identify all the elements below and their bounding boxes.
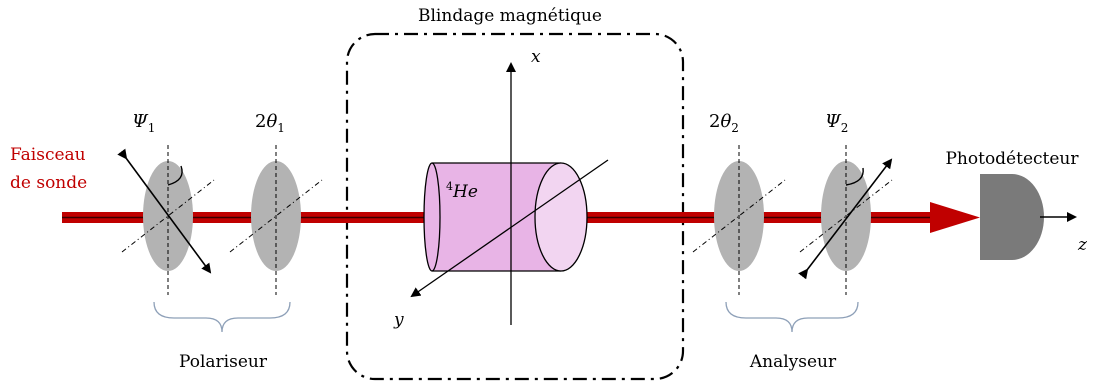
theta2-label: 2θ2 [709,111,739,135]
y-axis-arrow [410,159,609,298]
waveplate-theta1 [229,145,323,295]
photodetector [980,174,1044,260]
beam-label-line2: de sonde [10,173,87,193]
magnetic-shield-label: Blindage magnétique [418,6,602,26]
helium-cell [423,162,588,272]
theta1-label: 2θ1 [255,111,285,135]
polariser-label: Polariseur [179,352,268,372]
beam-label-line1: Faisceau [10,145,86,165]
x-axis-label: x [531,47,541,67]
helium-cell-label: 4He [446,180,478,202]
photodetector-label: Photodétecteur [945,149,1079,169]
waveplate-theta2 [692,145,786,295]
analyser-psi2 [798,145,893,295]
analyser-label: Analyseur [749,352,837,372]
magnetic-shield-box [345,32,685,381]
y-axis-label: y [393,310,404,330]
z-axis-label: z [1077,235,1088,255]
polariser-brace [153,301,291,333]
psi2-label: Ψ2 [825,111,848,135]
psi1-label: Ψ1 [132,111,155,135]
polariser-psi1 [117,145,215,295]
analyser-brace [725,301,859,333]
beam-arrowhead [930,202,980,233]
